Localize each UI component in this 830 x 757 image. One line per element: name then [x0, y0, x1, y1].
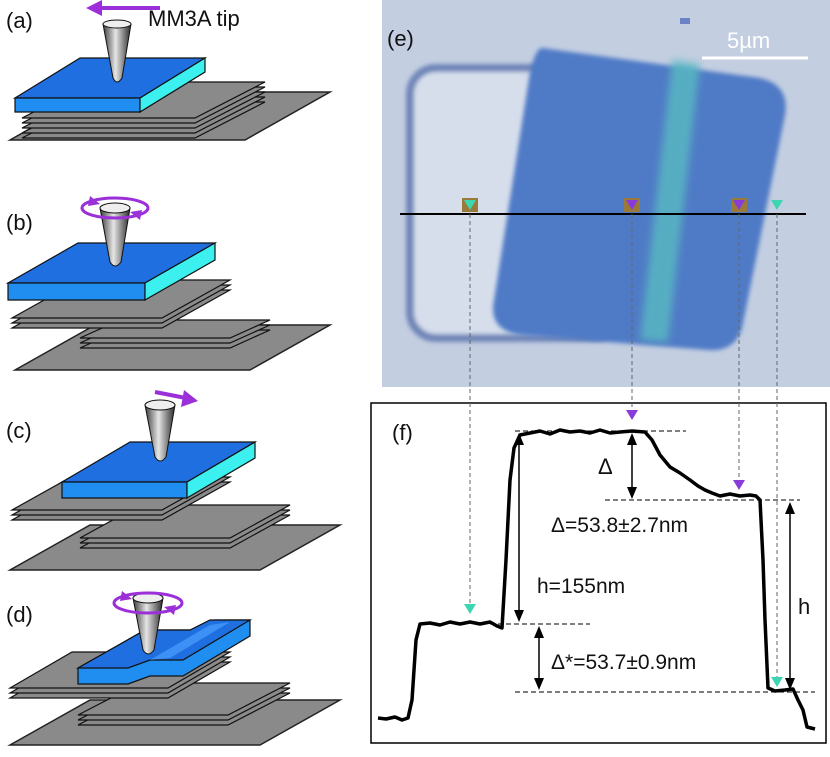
- panel-label-b: (b): [6, 210, 33, 235]
- h-right-arrow: [785, 502, 795, 690]
- panel-e-optical-image: [382, 0, 830, 387]
- top-flake-a: [12, 56, 208, 114]
- profile-markers: [462, 198, 783, 212]
- panel-b-schematic: [5, 196, 333, 371]
- h-symbol-label: h: [798, 594, 811, 619]
- left-arrow-icon: [86, 0, 160, 16]
- delta-star-value-label: Δ*=53.7±0.9nm: [551, 651, 697, 674]
- delta-star-arrow: [534, 626, 544, 690]
- panel-c-schematic: [7, 390, 343, 571]
- scale-bar-label: 5µm: [727, 28, 771, 53]
- delta-value-label: Δ=53.8±2.7nm: [551, 514, 689, 537]
- reference-lines: [490, 430, 815, 693]
- panel-f-height-profile: [370, 214, 827, 744]
- height-profile-curve: [377, 428, 816, 731]
- panel-label-f: (f): [392, 420, 413, 445]
- profile-markers-f: [464, 410, 783, 687]
- projection-lines: [469, 214, 778, 685]
- panel-label-e: (e): [387, 26, 414, 51]
- panel-label-a: (a): [6, 8, 33, 33]
- top-flake-d: [75, 619, 253, 685]
- tip-c: [144, 399, 176, 462]
- delta-arrow: [627, 433, 637, 499]
- rotation-arrow-icon-b: [80, 196, 150, 220]
- tip-label: MM3A tip: [148, 6, 240, 31]
- panel-label-c: (c): [6, 418, 32, 443]
- panel-label-d: (d): [6, 602, 33, 627]
- delta-symbol-label: Δ: [598, 454, 613, 479]
- tip-b: [99, 202, 131, 267]
- top-flake-c: [59, 440, 258, 500]
- h-value-label: h=155nm: [537, 575, 626, 598]
- rotation-arrow-icon-d: [112, 591, 184, 615]
- h-left-arrow: [514, 433, 524, 622]
- tip-a: [102, 19, 132, 83]
- right-arrow-icon: [154, 390, 198, 407]
- panel-a-schematic: [7, 0, 333, 141]
- panel-d-schematic: [7, 591, 343, 746]
